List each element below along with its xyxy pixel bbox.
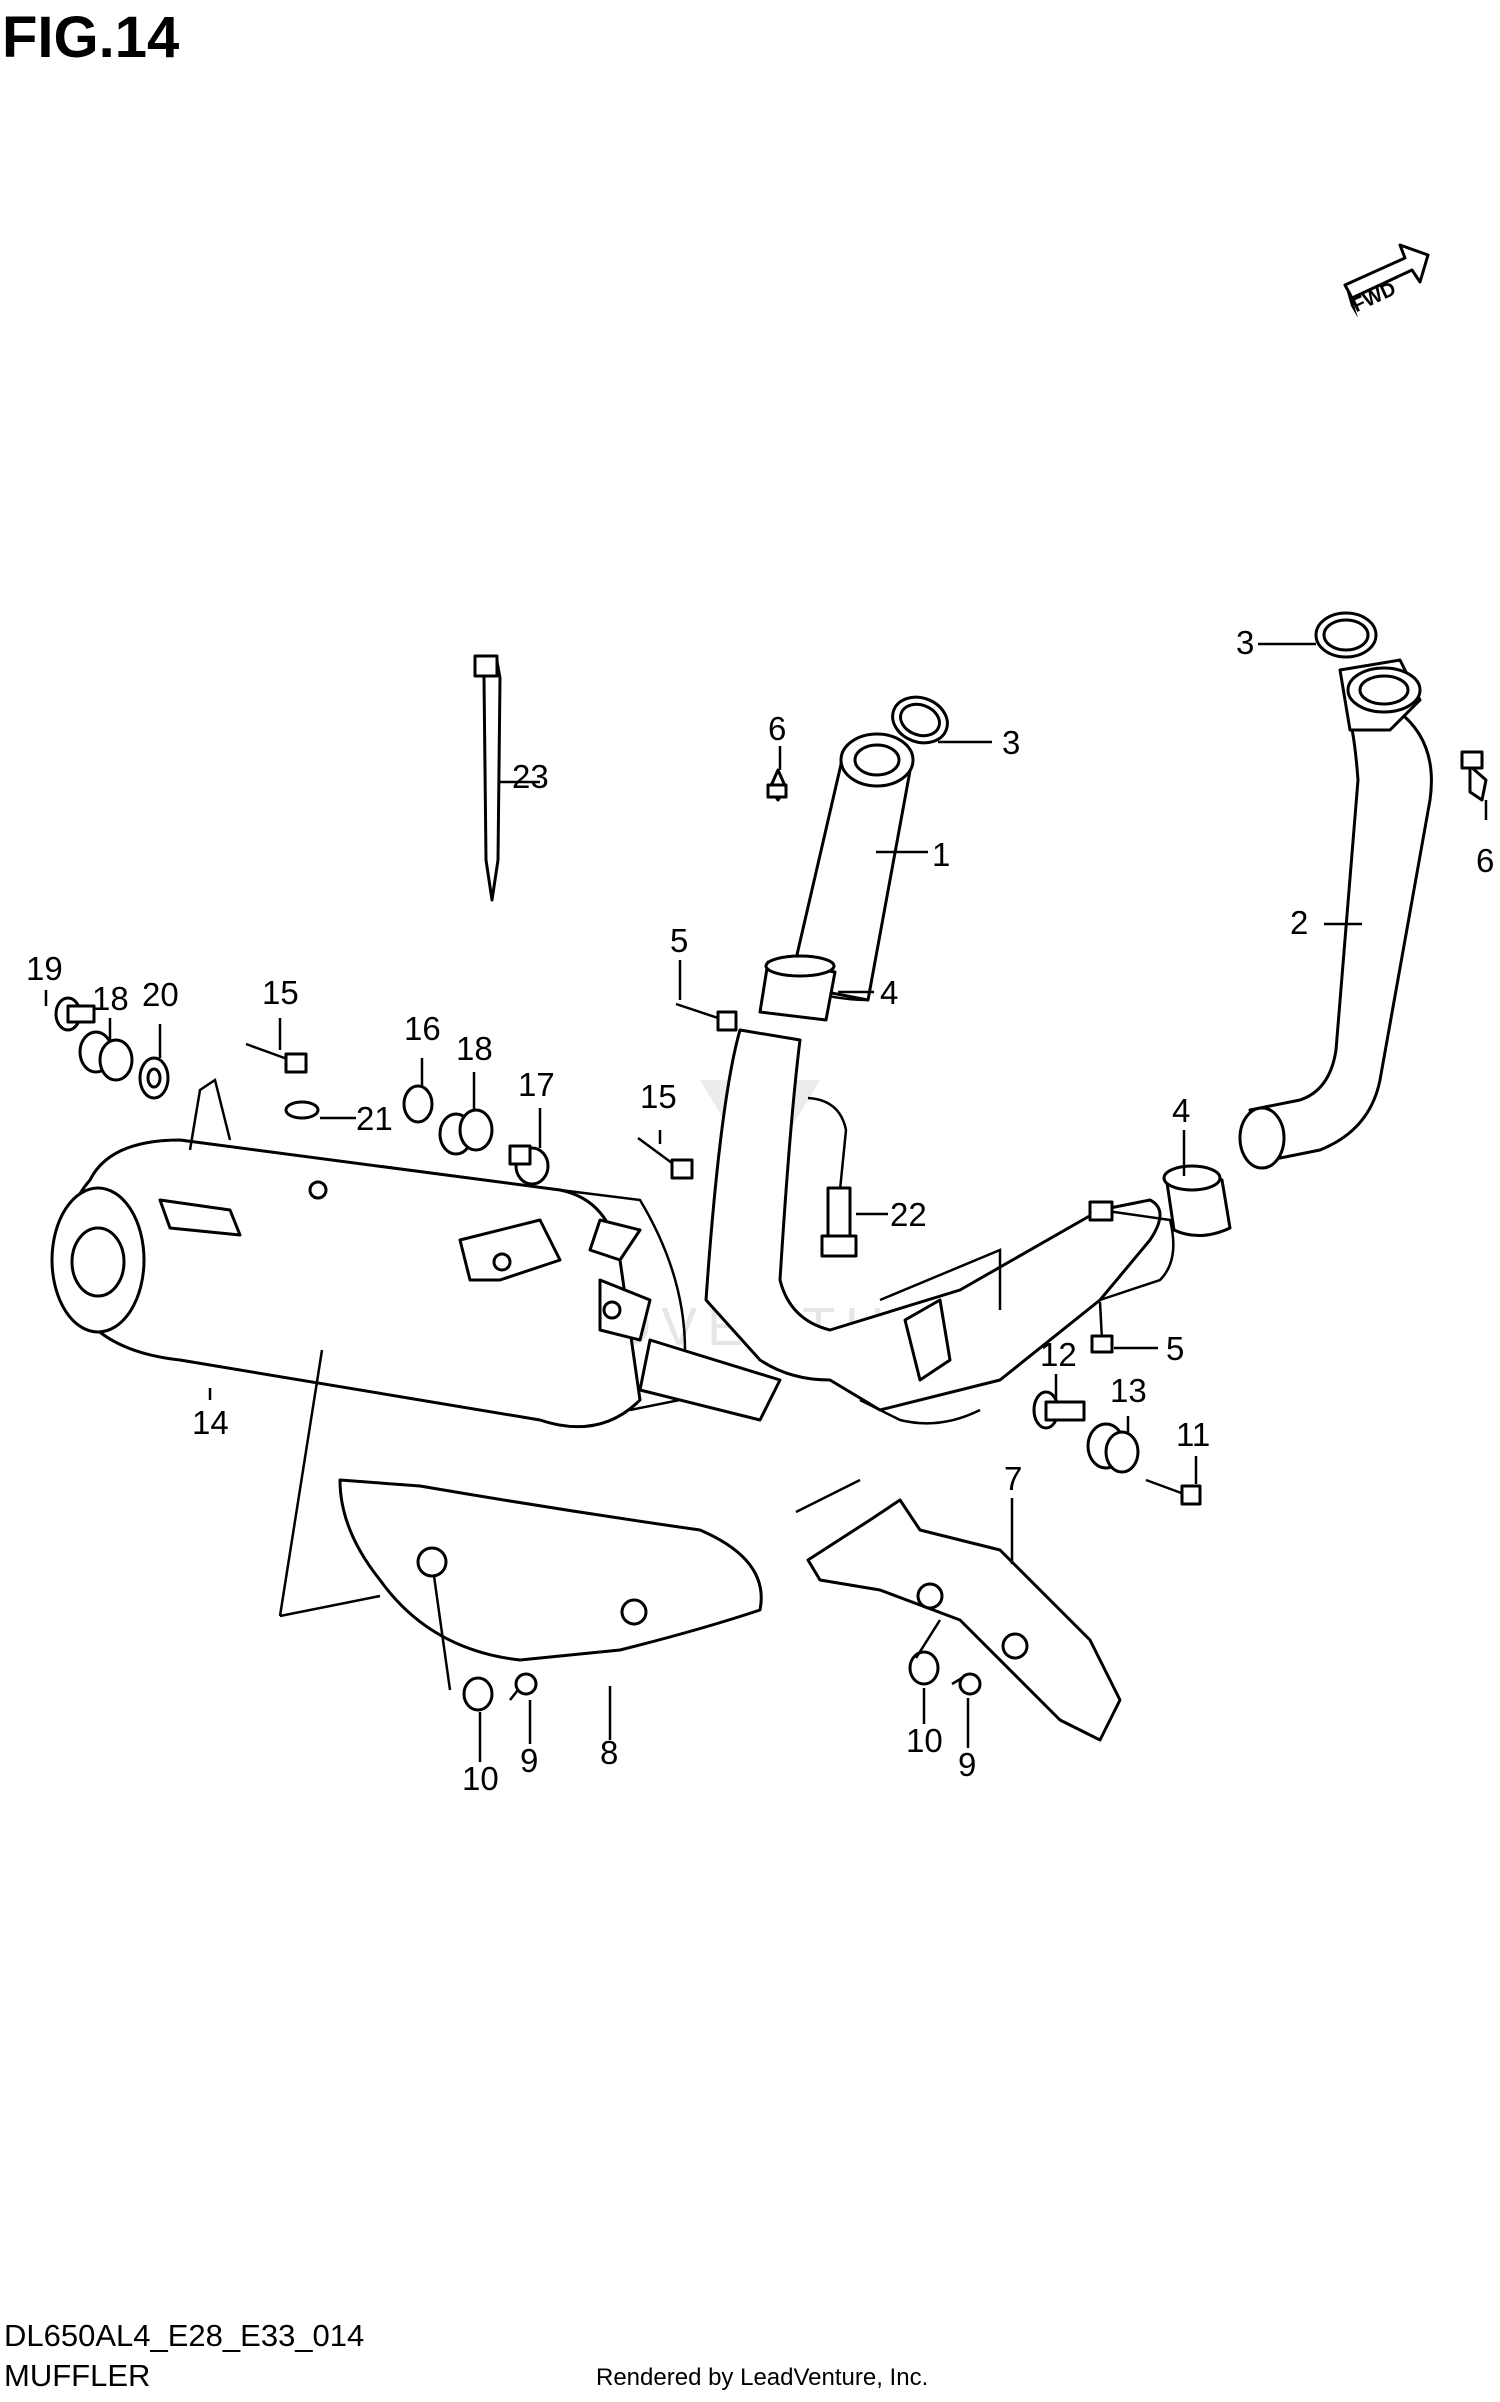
- part-3-gasket-front: [891, 695, 949, 745]
- callout-21: 21: [356, 1100, 393, 1137]
- callout-18: 18: [456, 1030, 493, 1067]
- part-23-cable-tie: [473, 654, 502, 902]
- callout-15: 15: [640, 1078, 677, 1115]
- callout-4: 4: [880, 974, 898, 1011]
- callout-12: 12: [1040, 1336, 1077, 1373]
- part-18-grommet-left: [78, 1030, 134, 1082]
- callout-20: 20: [142, 976, 179, 1013]
- part-4-sleeve-front: [758, 954, 837, 1022]
- callout-16: 16: [404, 1010, 441, 1047]
- callout-5: 5: [670, 922, 688, 959]
- callout-23: 23: [512, 758, 549, 795]
- callout-6: 6: [768, 710, 786, 747]
- callout-5: 5: [1166, 1330, 1184, 1367]
- part-7-heat-shield: [806, 1498, 1122, 1742]
- part-10-nut-left: [462, 1676, 494, 1712]
- part-5-bolt-rear: [1090, 1301, 1114, 1354]
- part-17-collar: [508, 1144, 550, 1186]
- fwd-arrow-icon: FWD: [1343, 243, 1430, 318]
- part-11-bolt: [1145, 1478, 1202, 1506]
- part-8-heat-shield: [338, 1478, 763, 1662]
- callout-15: 15: [262, 974, 299, 1011]
- collector-pipe: [704, 1028, 1175, 1425]
- model-code: DL650AL4_E28_E33_014: [4, 2318, 365, 2353]
- part-13-grommet: [1086, 1422, 1140, 1474]
- part-21-clip: [284, 1100, 320, 1120]
- part-19-bolt: [54, 996, 96, 1032]
- callout-14: 14: [192, 1404, 229, 1441]
- part-9-screw-left: [509, 1672, 538, 1701]
- part-20-washer: [138, 1056, 170, 1100]
- callout-7: 7: [1004, 1460, 1022, 1497]
- part-3-gasket-rear: [1314, 611, 1378, 659]
- part-15-bolt-left: [245, 1042, 308, 1074]
- part-6-bolt-front: [766, 768, 788, 802]
- callout-9: 9: [958, 1746, 976, 1783]
- part-9-screw-right: [951, 1672, 982, 1696]
- rendered-by: Rendered by LeadVenture, Inc.: [596, 2364, 929, 2391]
- callout-10: 10: [906, 1722, 943, 1759]
- callout-11: 11: [1176, 1416, 1210, 1453]
- callout-9: 9: [520, 1742, 538, 1779]
- part-1-exhaust-pipe: [788, 732, 915, 1002]
- alignment-lines: [278, 1349, 942, 1691]
- part-10-nut-right: [908, 1650, 940, 1686]
- leader-lines: [44, 642, 1488, 1762]
- part-22-oxygen-sensor: [807, 1096, 858, 1258]
- part-16-washer: [402, 1084, 434, 1124]
- part-2-exhaust-pipe: [1238, 658, 1433, 1170]
- figure-name: MUFFLER: [4, 2358, 151, 2393]
- callout-3: 3: [1002, 724, 1020, 761]
- part-12-collar: [1032, 1390, 1086, 1430]
- callout-1: 1: [932, 836, 950, 873]
- callout-13: 13: [1110, 1372, 1147, 1409]
- figure-title: FIG.14: [2, 5, 180, 70]
- part-15-bolt-right: [637, 1136, 694, 1180]
- callout-10: 10: [462, 1760, 499, 1797]
- callout-19: 19: [26, 950, 63, 987]
- callout-17: 17: [518, 1066, 555, 1103]
- part-14-muffler: [50, 1077, 782, 1429]
- callout-22: 22: [890, 1196, 927, 1233]
- callout-2: 2: [1290, 904, 1308, 941]
- callout-6: 6: [1476, 842, 1494, 879]
- callout-3: 3: [1236, 624, 1254, 661]
- callout-4: 4: [1172, 1092, 1190, 1129]
- callout-18: 18: [92, 980, 129, 1017]
- callout-labels: 3 3 6 6 1 2 23 5 4 4 19 18 20 15 16 18 1…: [26, 624, 1494, 1797]
- callout-8: 8: [600, 1734, 618, 1771]
- part-4-sleeve-rear: [1162, 1164, 1232, 1237]
- part-5-bolt-front: [675, 1002, 738, 1032]
- part-6-bolt-rear: [1460, 750, 1488, 802]
- part-18-grommet-right: [438, 1108, 494, 1156]
